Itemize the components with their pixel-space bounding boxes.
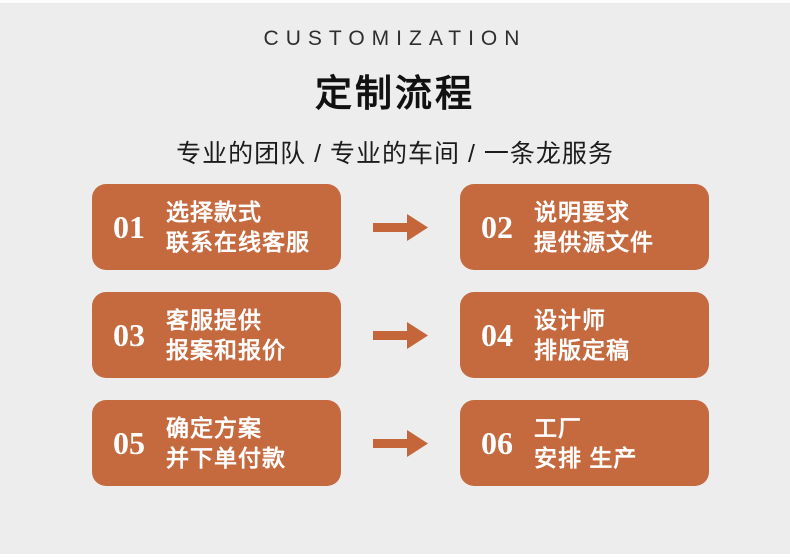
step-text: 选择款式 联系在线客服 (166, 197, 310, 258)
step-number: 02 (481, 208, 513, 245)
step-text-line-2: 安排 生产 (534, 445, 638, 471)
arrow-right-icon (372, 430, 428, 457)
step-text-line-1: 选择款式 (166, 198, 262, 225)
step-text: 工厂 安排 生产 (534, 413, 637, 474)
step-number: 03 (113, 316, 145, 353)
step-text: 说明要求 提供源文件 (534, 197, 654, 258)
arrow-right-icon (372, 322, 428, 349)
step-text: 确定方案 并下单付款 (166, 413, 286, 474)
flow-row-2: 03 客服提供 报案和报价 04 设计师 排版定稿 (92, 292, 709, 378)
step-number: 05 (113, 424, 145, 461)
arrow-right-icon (372, 214, 428, 241)
step-text: 设计师 排版定稿 (534, 305, 630, 366)
step-number: 04 (481, 316, 513, 353)
step-text-line-1: 确定方案 (166, 414, 262, 441)
flow-row-1: 01 选择款式 联系在线客服 02 说明要求 提供源文件 (92, 184, 709, 270)
step-text-line-2: 排版定稿 (534, 337, 630, 363)
step-text-line-1: 客服提供 (166, 306, 262, 333)
section-title: 定制流程 (315, 73, 475, 114)
customization-process-section: CUSTOMIZATION 定制流程 专业的团队 / 专业的车间 / 一条龙服务… (0, 3, 790, 554)
step-text-line-2: 报案和报价 (166, 337, 286, 363)
step-number: 06 (481, 424, 513, 461)
step-number: 01 (113, 208, 145, 245)
step-text-line-1: 设计师 (534, 306, 606, 333)
step-card-06: 06 工厂 安排 生产 (460, 400, 709, 486)
step-text-line-1: 工厂 (534, 414, 582, 441)
step-card-04: 04 设计师 排版定稿 (460, 292, 709, 378)
step-text: 客服提供 报案和报价 (166, 305, 286, 366)
flow-row-3: 05 确定方案 并下单付款 06 工厂 安排 生产 (92, 400, 709, 486)
step-card-01: 01 选择款式 联系在线客服 (92, 184, 341, 270)
step-card-02: 02 说明要求 提供源文件 (460, 184, 709, 270)
arrow-zone (341, 321, 460, 349)
step-card-05: 05 确定方案 并下单付款 (92, 400, 341, 486)
arrow-zone (341, 429, 460, 457)
step-text-line-2: 提供源文件 (534, 229, 654, 255)
step-text-line-1: 说明要求 (534, 198, 630, 225)
step-card-03: 03 客服提供 报案和报价 (92, 292, 341, 378)
step-text-line-2: 并下单付款 (166, 445, 286, 471)
arrow-zone (341, 213, 460, 241)
process-flow: 01 选择款式 联系在线客服 02 说明要求 提供源文件 (92, 184, 709, 508)
section-eyebrow: CUSTOMIZATION (263, 27, 527, 50)
step-text-line-2: 联系在线客服 (166, 229, 310, 255)
section-subtitle: 专业的团队 / 专业的车间 / 一条龙服务 (176, 140, 614, 168)
